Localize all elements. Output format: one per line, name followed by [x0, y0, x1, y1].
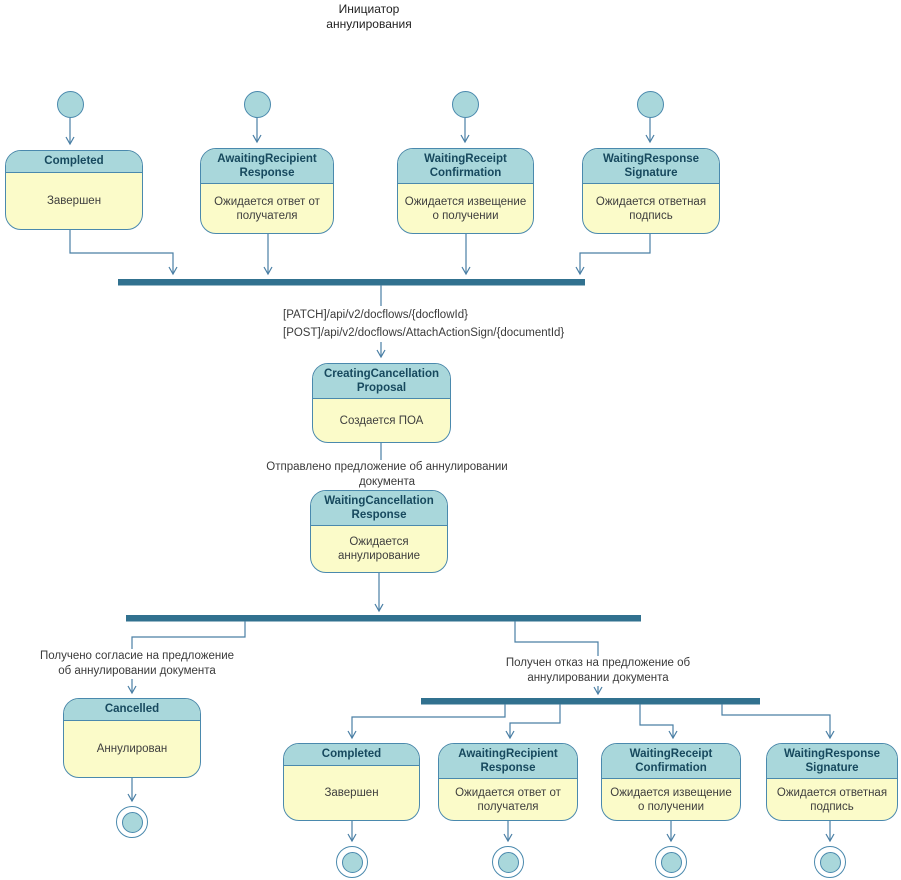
state-description: Ожидается ответная подпись: [595, 195, 707, 222]
state-description: Ожидается ответ от получателя: [214, 195, 320, 222]
final-state-node: [492, 846, 524, 878]
api-endpoint-patch: [PATCH]/api/v2/docflows/{docflowId}: [283, 309, 468, 321]
final-state-inner-dot: [341, 851, 363, 873]
api-endpoints-label: [PATCH]/api/v2/docflows/{docflowId} [POS…: [281, 306, 567, 342]
join-bar-top: [118, 279, 585, 286]
state-waiting-receipt-bottom: WaitingReceipt Confirmation Ожидается из…: [601, 743, 741, 821]
state-title: WaitingReceipt Confirmation: [602, 744, 740, 779]
fork-bar-bottom: [421, 698, 760, 705]
state-completed-bottom: Completed Завершен: [283, 743, 420, 821]
state-description: Ожидается извещение о получении: [404, 195, 527, 222]
state-description: Завершен: [46, 194, 102, 207]
state-title: CreatingCancellation Proposal: [313, 364, 450, 399]
state-creating-cancellation-proposal: CreatingCancellation Proposal Создается …: [312, 363, 451, 443]
refusal-received-label: Получен отказ на предложение об аннулиро…: [498, 656, 698, 686]
initial-state-node: [57, 91, 84, 118]
state-awaiting-recipient-top: AwaitingRecipient Response Ожидается отв…: [200, 148, 334, 234]
initial-state-node: [637, 91, 664, 118]
state-waiting-response-bottom: WaitingResponse Signature Ожидается отве…: [766, 743, 898, 821]
state-title: Completed: [284, 744, 419, 766]
state-waiting-response-top: WaitingResponse Signature Ожидается отве…: [582, 148, 720, 234]
final-state-inner-dot: [660, 851, 682, 873]
diagram-title: Инициатор аннулирования: [326, 2, 412, 31]
state-title: AwaitingRecipient Response: [439, 744, 577, 779]
final-state-inner-dot: [497, 851, 519, 873]
state-waiting-receipt-top: WaitingReceipt Confirmation Ожидается из…: [397, 148, 534, 234]
initial-state-node: [244, 91, 271, 118]
fork-bar-middle: [126, 615, 641, 622]
state-title: WaitingResponse Signature: [767, 744, 897, 779]
state-description: Ожидается ответ от получателя: [455, 786, 561, 813]
edge-completed-top-to-join: [69, 230, 178, 276]
state-cancelled: Cancelled Аннулирован: [63, 698, 201, 778]
state-title: WaitingCancellation Response: [311, 491, 447, 526]
agreement-received-label: Получено согласие на предложение об анну…: [37, 649, 237, 679]
final-state-node: [116, 806, 148, 838]
state-completed-top: Completed Завершен: [5, 150, 143, 230]
edge-fork-to-completed-bottom: [347, 704, 506, 740]
state-title: WaitingReceipt Confirmation: [398, 149, 533, 184]
state-title: WaitingResponse Signature: [583, 149, 719, 184]
edge-fork-to-waiting-receipt-bottom: [639, 704, 678, 740]
edge-fork-to-waiting-response-bottom: [721, 704, 835, 740]
state-description: Ожидается извещение о получении: [610, 786, 732, 813]
state-description: Создается ПОА: [339, 414, 424, 427]
api-endpoint-post: [POST]/api/v2/docflows/AttachActionSign/…: [283, 327, 565, 339]
sent-proposal-label: Отправлено предложение об аннулировании …: [237, 460, 537, 490]
edge-waiting-response-top-to-join: [575, 234, 651, 276]
state-title: AwaitingRecipient Response: [201, 149, 333, 184]
state-description: Ожидается ответная подпись: [776, 786, 888, 813]
state-description: Ожидается аннулирование: [337, 536, 421, 562]
state-description: Аннулирован: [96, 742, 168, 755]
state-waiting-cancellation-response: WaitingCancellation Response Ожидается а…: [310, 490, 448, 573]
final-state-inner-dot: [121, 811, 143, 833]
final-state-node: [655, 846, 687, 878]
state-title: Cancelled: [64, 699, 200, 721]
final-state-inner-dot: [819, 851, 841, 873]
state-awaiting-recipient-bottom: AwaitingRecipient Response Ожидается отв…: [438, 743, 578, 821]
final-state-node: [336, 846, 368, 878]
edge-fork-to-awaiting-recipient-bottom: [505, 704, 561, 740]
final-state-node: [814, 846, 846, 878]
state-description: Завершен: [324, 786, 379, 799]
initial-state-node: [452, 91, 479, 118]
state-title: Completed: [6, 151, 142, 173]
